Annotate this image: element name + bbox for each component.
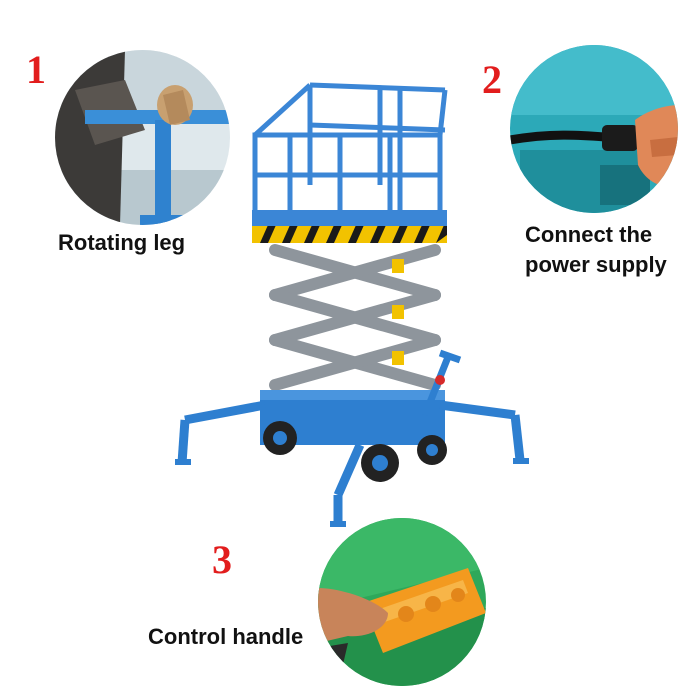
callout-label-rotating-leg: Rotating leg — [58, 230, 186, 255]
control-handle-photo — [318, 518, 486, 686]
callout-number-3: 3 — [212, 537, 232, 582]
scissor-lift-image — [175, 82, 529, 527]
callout-label-power-line1: Connect the — [525, 222, 653, 247]
power-supply-photo — [510, 45, 678, 213]
callout-number-2: 2 — [482, 57, 502, 102]
callout-label-power-line2: power supply — [525, 252, 667, 277]
callout-number-1: 1 — [26, 47, 46, 92]
callout-label-control-handle: Control handle — [148, 624, 304, 649]
